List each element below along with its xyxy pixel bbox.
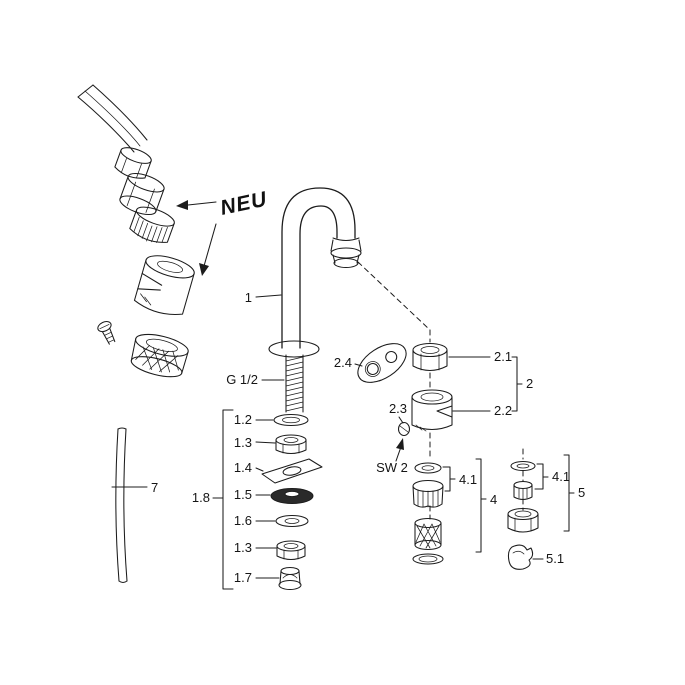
nut-5-drawing (507, 507, 539, 533)
leader-lines (255, 294, 491, 579)
callout-1-2: 1.2 (234, 412, 252, 427)
nut-1-3b-drawing (276, 540, 306, 561)
aerator-housing-drawing (412, 479, 444, 508)
bracket-5 (563, 454, 570, 532)
aerator-ring-drawing (412, 553, 444, 565)
threaded-shank-drawing (285, 354, 304, 413)
assembly-axis-dashed-lines (357, 261, 524, 520)
washer-4-1a-drawing (414, 462, 442, 474)
thread-size-label: G 1/2 (226, 372, 258, 387)
callout-1-3-a: 1.3 (234, 435, 252, 450)
callout-2-4: 2.4 (334, 355, 352, 370)
washer-1-2-drawing (273, 413, 309, 427)
arrow-down-icon (199, 263, 209, 276)
screw-drawing (97, 320, 116, 345)
callout-1-3-b: 1.3 (234, 540, 252, 555)
aerator-mesh-drawing (414, 517, 442, 551)
callout-2-2: 2.2 (494, 403, 512, 418)
callout-1-7: 1.7 (234, 570, 252, 585)
spout-drawing (281, 187, 362, 349)
washer-4-1b-drawing (510, 460, 536, 472)
callout-1-8: 1.8 (192, 490, 210, 505)
callout-4: 4 (490, 492, 497, 507)
dome-washer-1-5-drawing (270, 488, 314, 504)
bracket-4 (475, 458, 482, 553)
callout-1: 1 (245, 290, 252, 305)
bracket-1-8 (222, 409, 234, 590)
callout-4-1-a: 4.1 (459, 472, 477, 487)
insert-drawing (513, 480, 533, 501)
neu-label: NEU (218, 188, 269, 220)
base-flange-drawing (268, 340, 320, 358)
clip-5-1-drawing (507, 544, 534, 570)
connector-1-7-drawing (278, 566, 302, 591)
callout-2-1: 2.1 (494, 349, 512, 364)
callout-4-1-b: 4.1 (552, 469, 570, 484)
inlet-hose-assembly-drawing (77, 84, 195, 378)
callout-5: 5 (578, 485, 585, 500)
arrow-left-icon (176, 200, 188, 210)
callout-7: 7 (151, 480, 158, 495)
grub-screw-2-3-drawing (397, 421, 411, 437)
extension-tube-drawing (115, 427, 128, 584)
bracket-4-1a (442, 466, 451, 492)
nut-1-3a-drawing (275, 434, 307, 455)
knurled-nut-drawing (129, 206, 175, 243)
callout-2: 2 (526, 376, 533, 391)
callout-5-1: 5.1 (546, 551, 564, 566)
clamp-2-2-drawing (411, 389, 453, 432)
cover-plate-2-4-drawing (357, 343, 407, 383)
washer-1-6-drawing (275, 514, 309, 528)
sw2-arrow (395, 438, 404, 462)
plate-1-4-drawing (261, 458, 323, 484)
union-nut-2-1-drawing (412, 342, 448, 372)
bracket-4-1b (534, 463, 544, 490)
clamp-shell-drawing (133, 255, 195, 316)
callout-1-6: 1.6 (234, 513, 252, 528)
callout-1-4: 1.4 (234, 460, 252, 475)
wrench-size-label: SW 2 (376, 460, 408, 475)
bracket-2 (511, 356, 518, 412)
callout-1-5: 1.5 (234, 487, 252, 502)
hose-body-drawing (119, 172, 165, 216)
strainer-drawing (130, 333, 189, 378)
callout-2-3: 2.3 (389, 401, 407, 416)
neu-annotation (176, 200, 217, 276)
arrow-up-icon (396, 438, 404, 450)
